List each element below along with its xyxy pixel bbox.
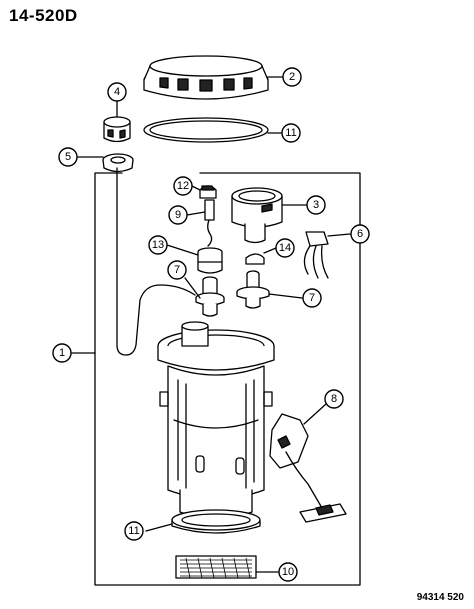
tube-part [186,199,215,247]
strainer-part [175,555,279,579]
page-title: 14-520D [9,6,78,25]
svg-text:11: 11 [285,127,296,139]
callout-5: 5 [58,147,78,167]
svg-text:13: 13 [152,239,164,251]
svg-text:6: 6 [357,228,363,240]
svg-text:1: 1 [59,347,65,359]
svg-text:8: 8 [331,393,337,405]
lock-ring-part [143,55,283,100]
callout-2: 2 [282,67,302,87]
callout-11-bottom: 11 [124,521,144,541]
filter-left-part [184,276,225,317]
pressure-regulator-part [166,244,223,274]
svg-text:7: 7 [309,292,315,304]
callout-1: 1 [52,343,72,363]
assembly-frame [94,172,361,586]
callout-7-right: 7 [302,288,322,308]
filter-right-part [236,270,303,309]
svg-text:7: 7 [174,264,180,276]
callout-6: 6 [350,224,370,244]
callout-14: 14 [275,238,295,258]
callout-8: 8 [324,389,344,409]
clip-part [191,185,217,199]
callout-12: 12 [173,176,193,196]
callout-3: 3 [306,195,326,215]
level-sensor-part [269,403,347,523]
grommet-part [77,153,134,173]
rollover-valve-part [103,99,131,143]
small-clip-part [245,247,277,265]
svg-text:11: 11 [128,525,139,537]
callout-4: 4 [107,82,127,102]
seal-top-part [143,117,283,143]
svg-text:9: 9 [175,209,181,221]
callout-10: 10 [278,562,298,582]
svg-text:2: 2 [289,71,295,83]
pump-motor-part [231,187,307,244]
svg-text:4: 4 [114,86,120,98]
pump-module-part [71,321,275,520]
callout-11-top: 11 [281,123,301,143]
callout-7-left: 7 [167,260,187,280]
svg-text:14: 14 [279,242,291,254]
figure-code: 94314 520 [416,592,464,603]
svg-text:12: 12 [177,180,189,192]
vent-hose [116,167,196,356]
svg-text:10: 10 [282,566,294,578]
callout-13: 13 [148,235,168,255]
callout-9: 9 [168,205,188,225]
svg-text:5: 5 [65,151,71,163]
seal-bottom-part [145,509,261,534]
svg-text:3: 3 [313,199,319,211]
wiring-harness-part [303,231,351,279]
